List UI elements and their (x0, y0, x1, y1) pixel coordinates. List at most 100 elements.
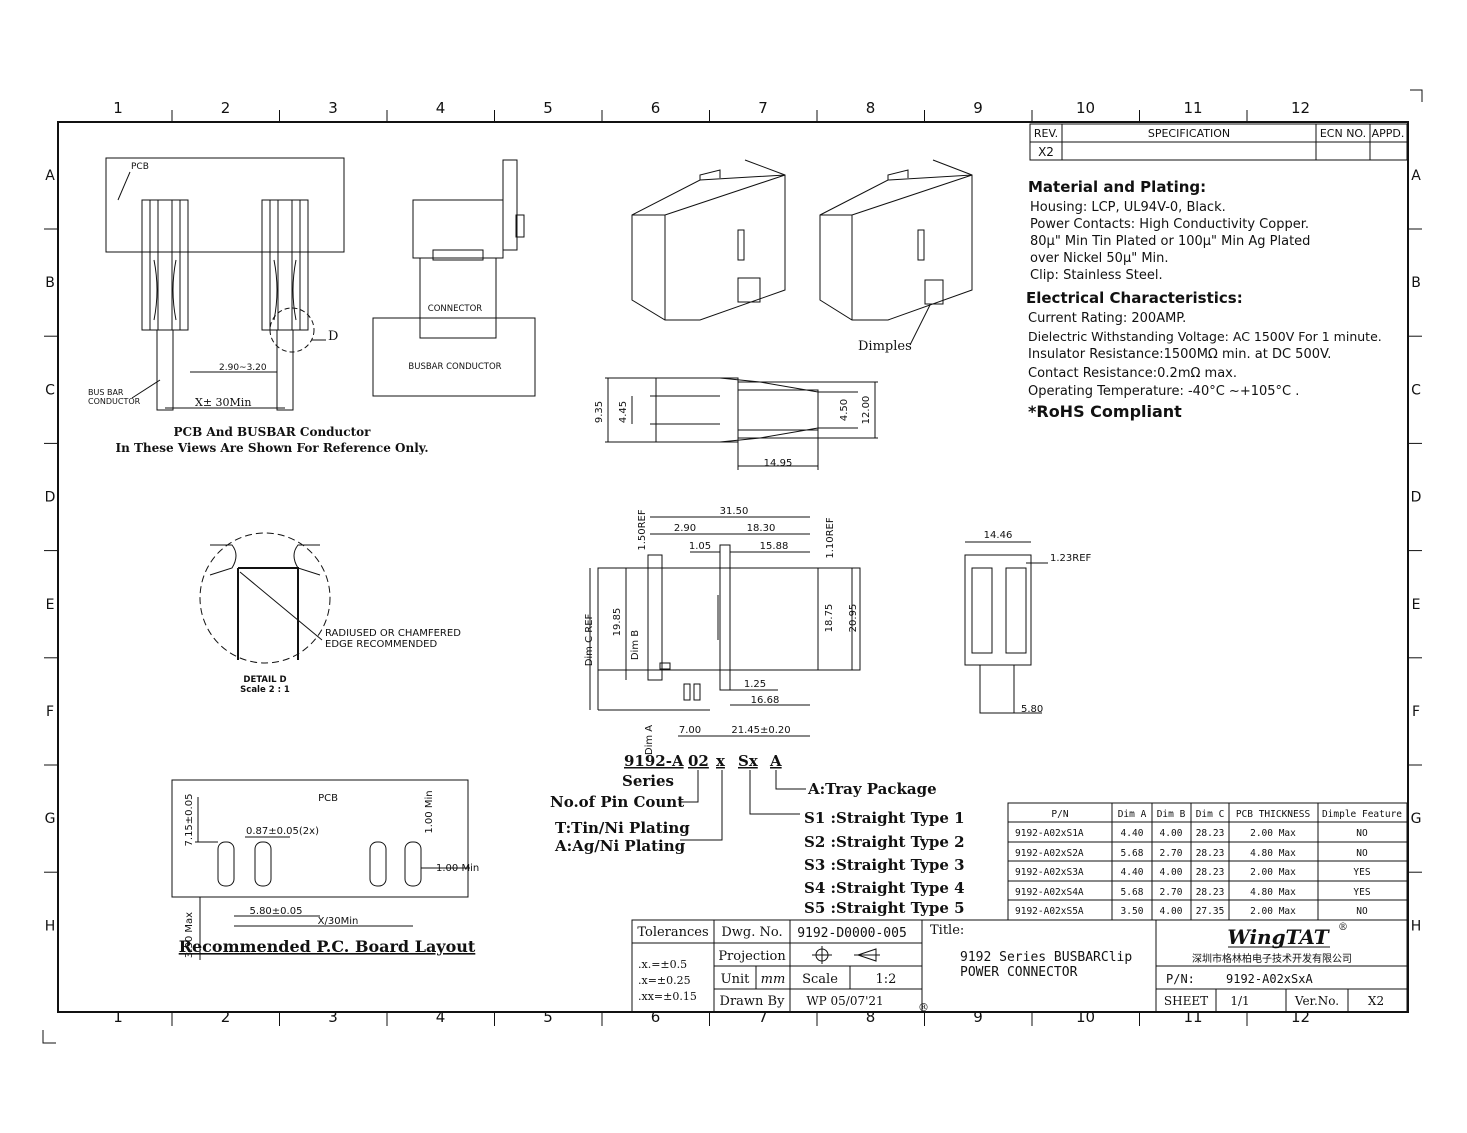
pn-series: Series (622, 772, 674, 790)
connector-label: CONNECTOR (428, 304, 483, 314)
pcb-dim-100a: 1.00 Min (424, 790, 435, 833)
table-cell: YES (1353, 867, 1370, 878)
table-header-cell: PCB THICKNESS (1236, 809, 1311, 820)
table-cell: 2.00 Max (1250, 828, 1296, 839)
material-line: Clip: Stainless Steel. (1030, 268, 1163, 283)
dim-a: Dim A (644, 725, 655, 755)
dim-1588: 15.88 (760, 541, 789, 552)
dim-1875: 18.75 (824, 604, 835, 633)
ver-value: X2 (1368, 994, 1384, 1008)
grid-row-label: A (1411, 168, 1421, 184)
table-cell: 5.68 (1121, 887, 1144, 898)
detail-d-view: RADIUSED OR CHAMFERED EDGE RECOMMENDED D… (199, 532, 461, 695)
right-side-view: 14.46 1.23REF 5.80 (964, 530, 1092, 715)
table-header-cell: Dim B (1157, 809, 1186, 820)
side-view: CONNECTOR BUSBAR CONDUCTOR (372, 159, 536, 397)
grid-row-label: D (1411, 490, 1422, 506)
pcb-dim-x30: X/30Min (318, 916, 359, 927)
dim-2095: 20.95 (848, 604, 859, 633)
table-header-cell: P/N (1051, 809, 1068, 820)
rev-value: X2 (1038, 145, 1054, 159)
table-cell: 4.00 (1160, 828, 1183, 839)
grid-column-label: 9 (973, 99, 983, 117)
pn-segment: 02 (688, 752, 709, 770)
electrical-line: Operating Temperature: -40°C ~+105°C . (1028, 384, 1299, 399)
sheet-value: 1/1 (1230, 994, 1249, 1008)
dim-b: Dim B (630, 630, 641, 660)
pn-type: S3 :Straight Type 3 (804, 856, 965, 874)
grid-row-label: H (1411, 918, 1422, 934)
detail-d-marker: D (328, 329, 338, 344)
dim-1985: 19.85 (612, 608, 623, 637)
front-view: 31.50 2.90 18.30 1.50REF 1.05 15.88 1.10… (584, 506, 861, 755)
material-line: Housing: LCP, UL94V-0, Black. (1030, 200, 1226, 215)
table-cell: 28.23 (1196, 867, 1225, 878)
electrical-title: Electrical Characteristics: (1026, 289, 1243, 307)
dim-2145: 21.45±0.20 (731, 725, 790, 736)
pcb-dim-087: 0.87±0.05(2x) (246, 826, 319, 837)
table-cell: 9192-A02xS5A (1015, 906, 1084, 917)
tolerances-label: Tolerances (637, 925, 708, 940)
grid-column-label: 9 (973, 1008, 983, 1026)
grid-column-label: 2 (221, 1008, 231, 1026)
grid-row-label: E (46, 597, 55, 613)
table-cell: 2.00 Max (1250, 906, 1296, 917)
spec-header: SPECIFICATION (1148, 127, 1230, 140)
dim-1495: 14.95 (764, 458, 793, 469)
corner-mark-top (1410, 89, 1423, 102)
grid-column-label: 6 (651, 99, 661, 117)
table-cell: 3.50 (1121, 906, 1144, 917)
scale-value: 1:2 (876, 972, 897, 987)
table-cell: 4.00 (1160, 867, 1183, 878)
dim-445: 4.45 (618, 401, 629, 423)
dim-3150: 31.50 (720, 506, 749, 517)
title-line: POWER CONNECTOR (960, 965, 1078, 980)
pn-segment: 9192-A (624, 752, 684, 770)
grid-row-label: E (1412, 597, 1421, 613)
unit-label: Unit (721, 972, 750, 987)
pcb-layout-title: Recommended P.C. Board Layout (179, 937, 476, 956)
pcb-dim-715: 7.15±0.05 (184, 794, 195, 847)
table-cell: 2.70 (1160, 887, 1183, 898)
part-number-code: 9192-A 02 x Sx A Series No.of Pin Count … (550, 752, 965, 917)
pcb-outline (105, 157, 345, 253)
grid-row-label: C (45, 382, 55, 398)
grid-column-label: 10 (1076, 1008, 1095, 1026)
dim-1830: 18.30 (747, 523, 776, 534)
material-line: over Nickel 50µ" Min. (1030, 251, 1169, 266)
dim-580: 5.80 (1021, 704, 1043, 715)
table-cell: 27.35 (1196, 906, 1225, 917)
grid-column-label: 3 (328, 99, 338, 117)
material-line: 80µ" Min Tin Plated or 100µ" Min Ag Plat… (1030, 234, 1310, 249)
grid-column-label: 7 (758, 99, 768, 117)
table-cell: 2.70 (1160, 848, 1183, 859)
grid-column-label: 6 (651, 1008, 661, 1026)
ecn-header: ECN NO. (1320, 127, 1366, 140)
dim-1446: 14.46 (984, 530, 1013, 541)
grid-row-label: G (1411, 811, 1422, 827)
pn-type: S2 :Straight Type 2 (804, 833, 965, 851)
pn-plating: A:Ag/Ni Plating (554, 837, 686, 855)
tolerance-line: .x=±0.25 (638, 974, 691, 987)
detail-d-circle (269, 307, 315, 353)
pcb-layout: PCB 7.15±0.05 0.87±0.05(2x) 1.00 Min 1.0… (171, 779, 479, 960)
table-cell: 4.40 (1121, 867, 1144, 878)
grid-column-label: 4 (436, 1008, 446, 1026)
dim-105: 1.05 (689, 541, 711, 552)
grid-column-label: 7 (758, 1008, 768, 1026)
company-logo: WingTAT (1227, 925, 1330, 949)
grid-column-label: 8 (866, 99, 876, 117)
title-line: 9192 Series BUSBARClip (960, 950, 1132, 965)
table-header-cell: Dim C (1196, 809, 1225, 820)
dim-gap: 2.90~3.20 (219, 363, 267, 373)
dim-290: 2.90 (674, 523, 696, 534)
pn-segment: Sx (738, 752, 759, 770)
table-cell: 28.23 (1196, 848, 1225, 859)
table-cell: 4.80 Max (1250, 848, 1296, 859)
grid-row-label: C (1411, 382, 1421, 398)
table-cell: 5.68 (1121, 848, 1144, 859)
dim-450: 4.50 (839, 399, 850, 421)
pn-value: 9192-A02xSxA (1226, 972, 1313, 986)
rev-header: REV. (1034, 127, 1058, 140)
